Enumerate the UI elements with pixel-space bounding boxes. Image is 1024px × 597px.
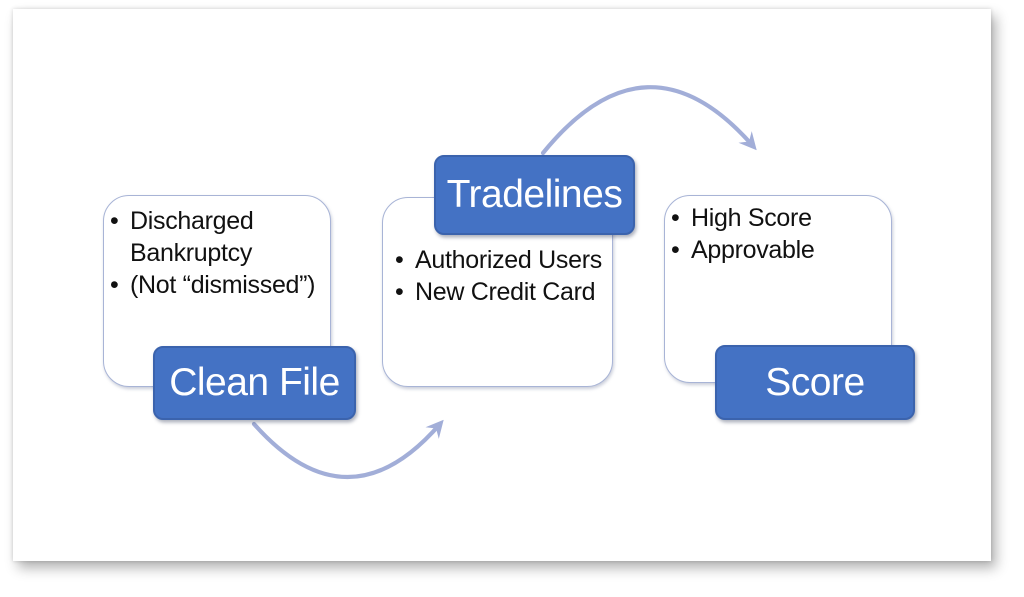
step-label-clean-file: Clean File (153, 346, 356, 420)
bullet-marker: • (671, 204, 680, 232)
bullet-text: Approvable (691, 236, 815, 264)
bullet-item: • Approvable (671, 234, 889, 266)
bullet-text: (Not “dismissed”) (130, 271, 316, 299)
bullet-item: • New Credit Card (395, 276, 610, 308)
bullet-item: • (Not “dismissed”) (110, 269, 324, 301)
bullet-text: New Credit Card (415, 278, 596, 306)
bullet-marker: • (671, 236, 680, 264)
content-box-clean-file: • Discharged Bankruptcy • (Not “dismisse… (103, 195, 331, 387)
step-label-score: Score (715, 345, 915, 420)
bullet-marker: • (110, 207, 119, 235)
bullet-item: • Discharged Bankruptcy (110, 205, 324, 269)
bullet-item: • High Score (671, 202, 889, 234)
bullet-marker: • (395, 246, 404, 274)
step-label-tradelines: Tradelines (434, 155, 635, 235)
bullet-text: Discharged Bankruptcy (130, 207, 254, 267)
bullet-marker: • (395, 278, 404, 306)
bullet-text: Authorized Users (415, 246, 602, 274)
bullet-text: High Score (691, 204, 812, 232)
bullet-item: • Authorized Users (395, 244, 610, 276)
bullet-marker: • (110, 271, 119, 299)
